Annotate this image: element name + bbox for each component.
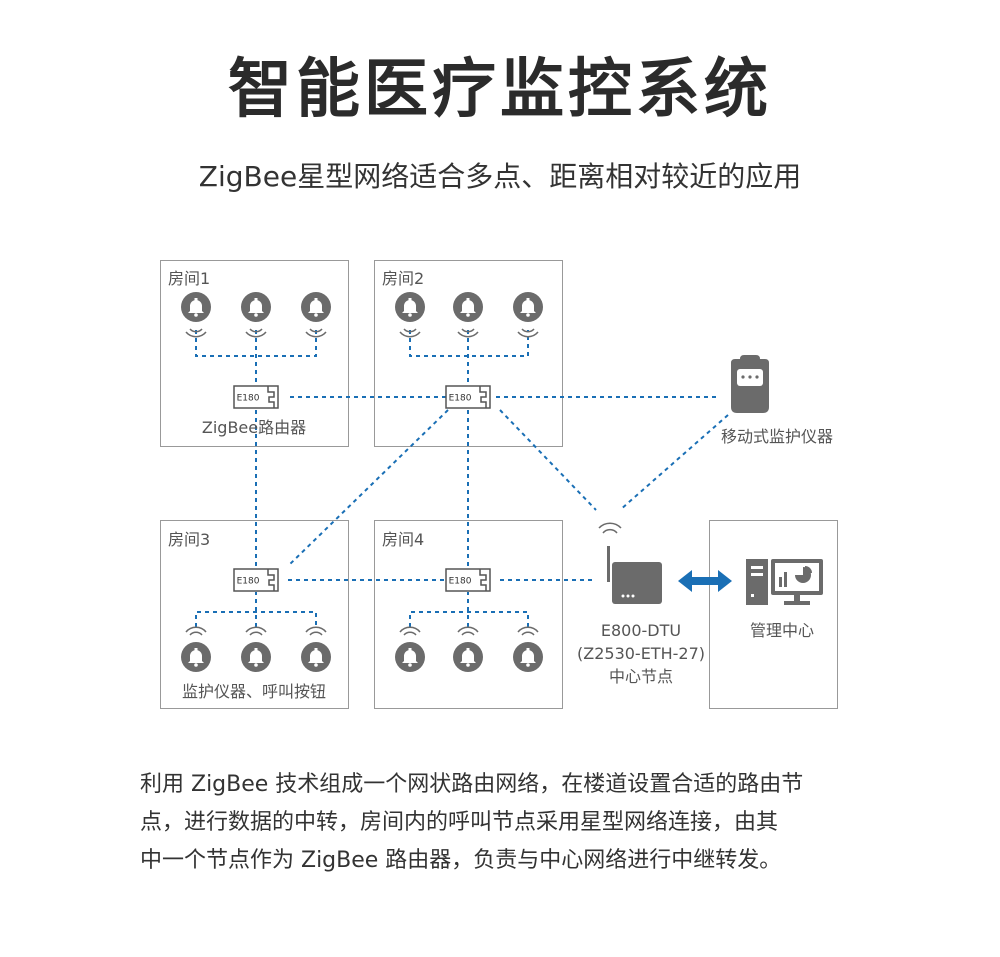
room-1-label: 房间1 [168,269,210,288]
router-2: E180 [445,385,491,409]
router-3: E180 [233,568,279,592]
dtu-label-role: 中心节点 [609,667,673,686]
router-4: E180 [445,568,491,592]
room-1-box [160,260,349,447]
dtu-label-model: E800-DTU [601,621,681,640]
bell-icon [180,291,212,338]
bell-icon [394,291,426,338]
router-chip-label: E180 [449,577,472,587]
page-title: 智能医疗监控系统 [228,53,772,127]
bell-icon [300,291,332,338]
room-2-box [374,260,563,447]
room-4-star-link [409,592,529,627]
room-3-star-link [195,592,317,627]
management-center-label: 管理中心 [750,621,814,640]
bell-icon [452,291,484,338]
mobile-monitor-label: 移动式监护仪器 [721,427,833,446]
room-2-label: 房间2 [382,269,424,288]
room-1-star-link [195,330,317,385]
bell-icon [512,626,544,673]
room-4-box [374,520,563,709]
bidirectional-arrow-icon [678,570,732,592]
management-center-box [709,520,838,709]
bell-icon [240,291,272,338]
router-1: E180 [233,385,279,409]
router-chip-label: E180 [237,394,260,404]
description-line-3: 中一个节点作为 ZigBee 路由器，负责与中心网络进行中继转发。 [140,848,782,873]
bell-icon [512,291,544,338]
bell-icon [452,626,484,673]
dtu-label-variant: (Z2530-ETH-27) [577,644,705,663]
description-line-1: 利用 ZigBee 技术组成一个网状路由网络，在楼道设置合适的路由节 [140,772,804,797]
room-3-caption: 监护仪器、呼叫按钮 [182,682,326,701]
dtu-device-icon [598,522,662,604]
bell-icon [180,626,212,673]
dashed-links [195,330,729,627]
room-4-label: 房间4 [382,530,424,549]
computer-icon [746,559,823,605]
room-2-star-link [409,330,529,385]
bell-icon [240,626,272,673]
router-chip-label: E180 [449,394,472,404]
description-line-2: 点，进行数据的中转，房间内的呼叫节点采用星型网络连接，由其 [140,810,779,835]
router-chip-label: E180 [237,577,260,587]
room-1-caption: ZigBee路由器 [202,418,306,437]
link-r2-r3 [287,409,449,567]
description-paragraph: 利用 ZigBee 技术组成一个网状路由网络，在楼道设置合适的路由节 点，进行数… [140,766,870,880]
room-3-label: 房间3 [168,530,210,549]
page-subtitle: ZigBee星型网络适合多点、距离相对较近的应用 [198,160,802,193]
room-3-box [160,520,349,709]
mobile-monitor-icon [731,355,769,413]
bell-icon [394,626,426,673]
link-r2-dtu [499,409,597,511]
bell-icon [300,626,332,673]
link-mobile-dtu [619,414,729,511]
